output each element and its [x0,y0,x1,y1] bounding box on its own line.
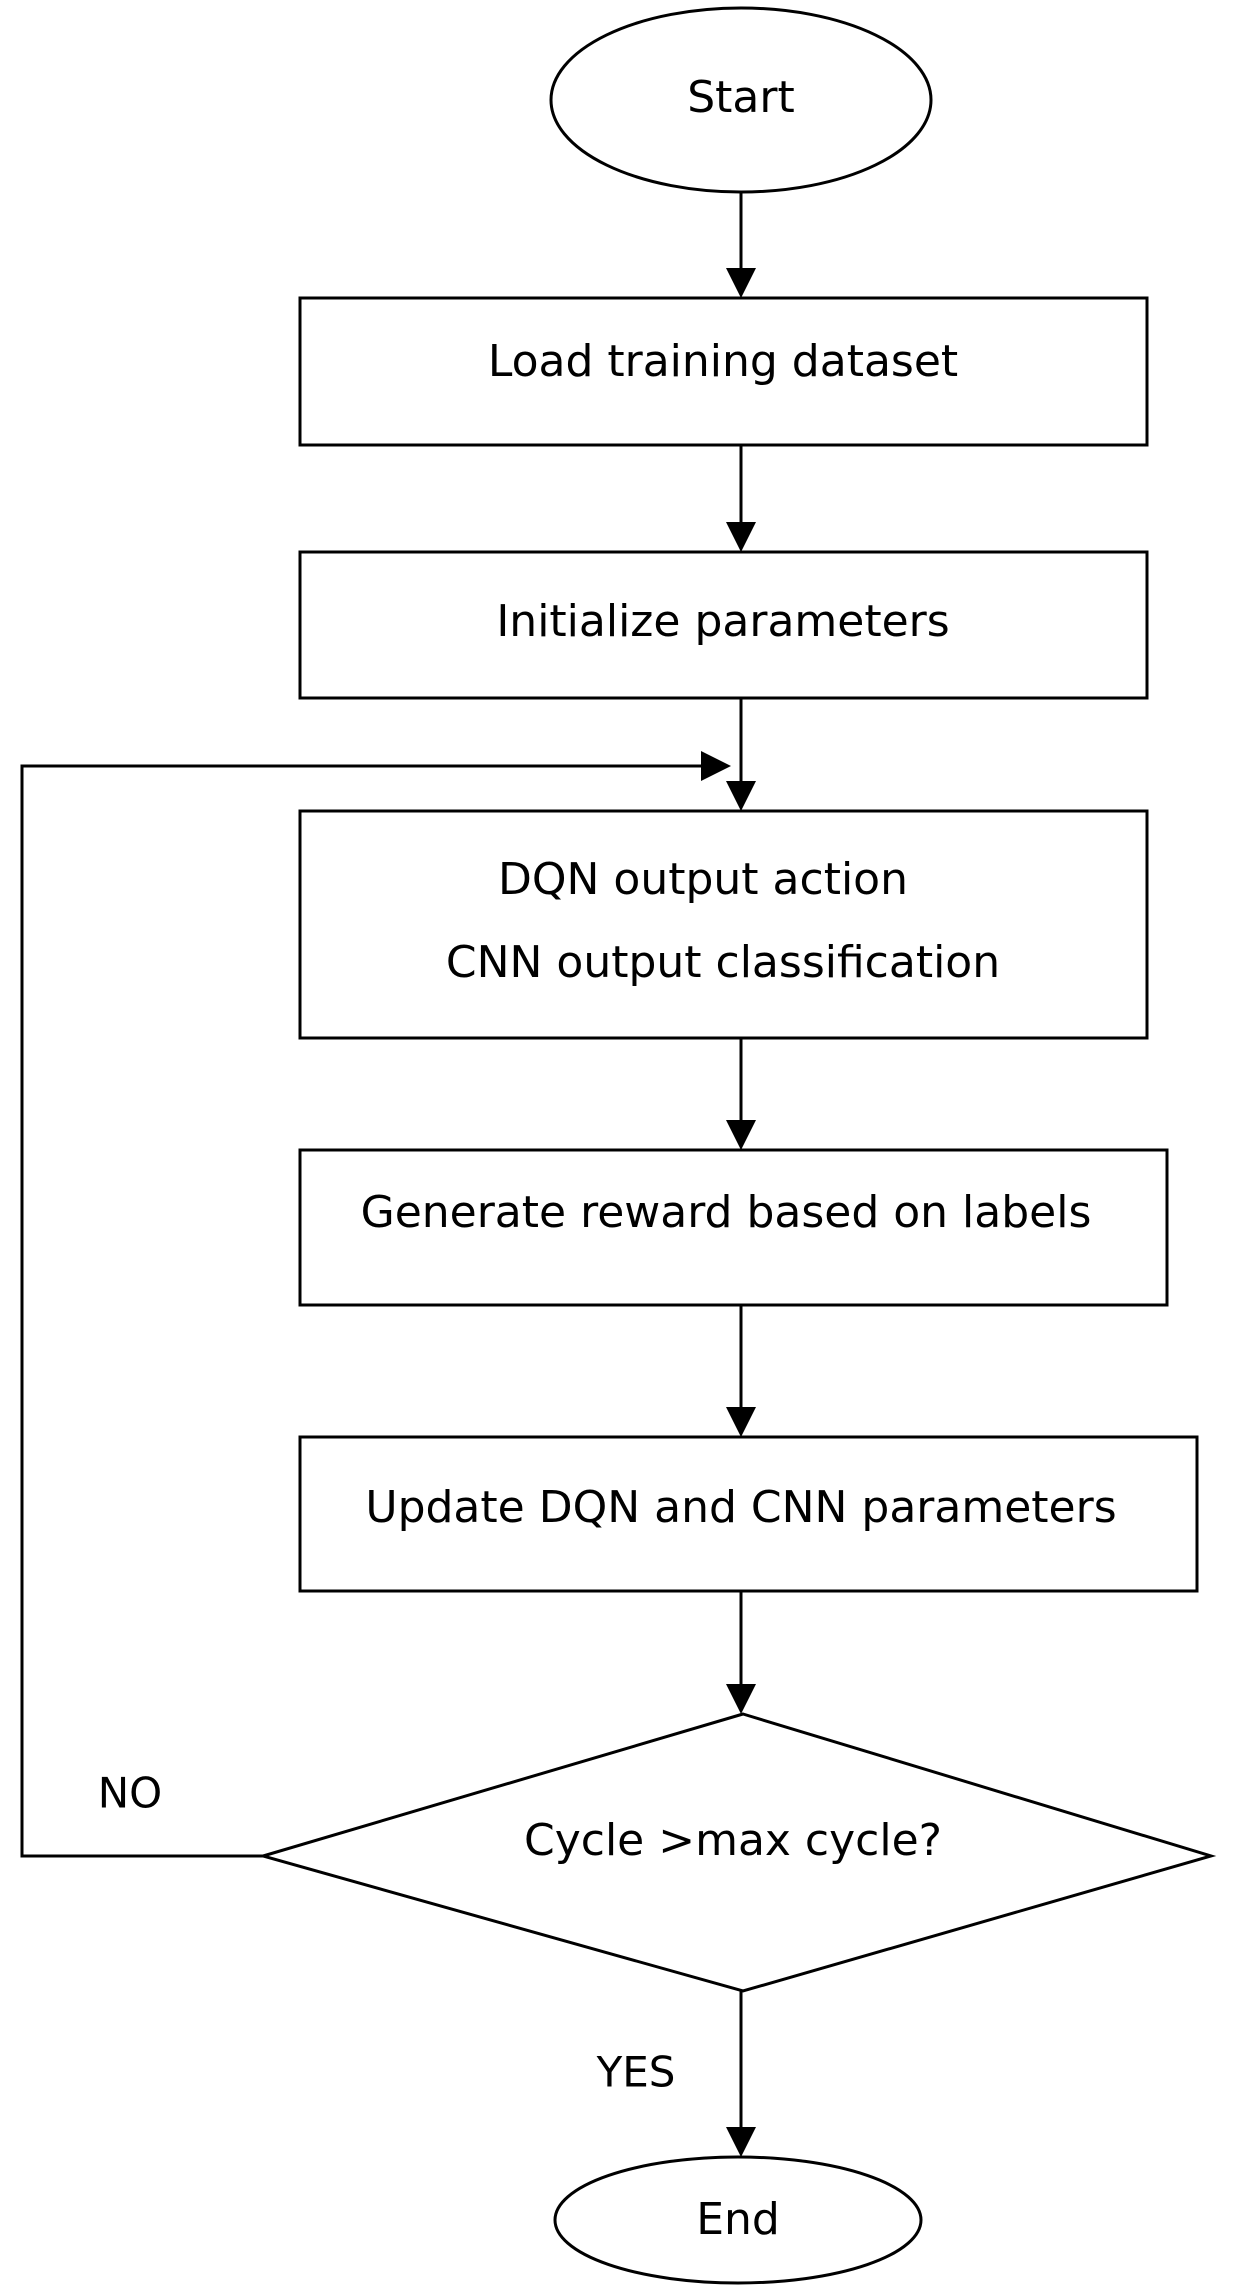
dqn-output-label: DQN output action [498,854,908,905]
end-label: End [696,2194,780,2245]
end-node: End [553,2155,923,2285]
update-parameters-step: Update DQN and CNN parameters [298,1435,1199,1593]
start-node: Start [549,6,933,194]
arrow-no-loop-back [20,751,731,1858]
initialize-parameters-label: Initialize parameters [496,596,949,647]
load-dataset-step: Load training dataset [298,296,1149,447]
network-output-step: DQN output action CNN output classificat… [298,809,1149,1040]
initialize-parameters-step: Initialize parameters [298,550,1149,700]
yes-edge-label: YES [596,2048,676,2097]
generate-reward-step: Generate reward based on labels [298,1148,1169,1307]
load-dataset-label: Load training dataset [488,336,958,387]
cnn-output-label: CNN output classification [446,937,1000,988]
start-label: Start [687,72,795,123]
cycle-decision: Cycle >max cycle? [257,1712,1217,1993]
no-edge-label: NO [98,1769,162,1818]
generate-reward-label: Generate reward based on labels [361,1187,1092,1238]
cycle-decision-label: Cycle >max cycle? [524,1815,942,1866]
update-parameters-label: Update DQN and CNN parameters [365,1482,1116,1533]
